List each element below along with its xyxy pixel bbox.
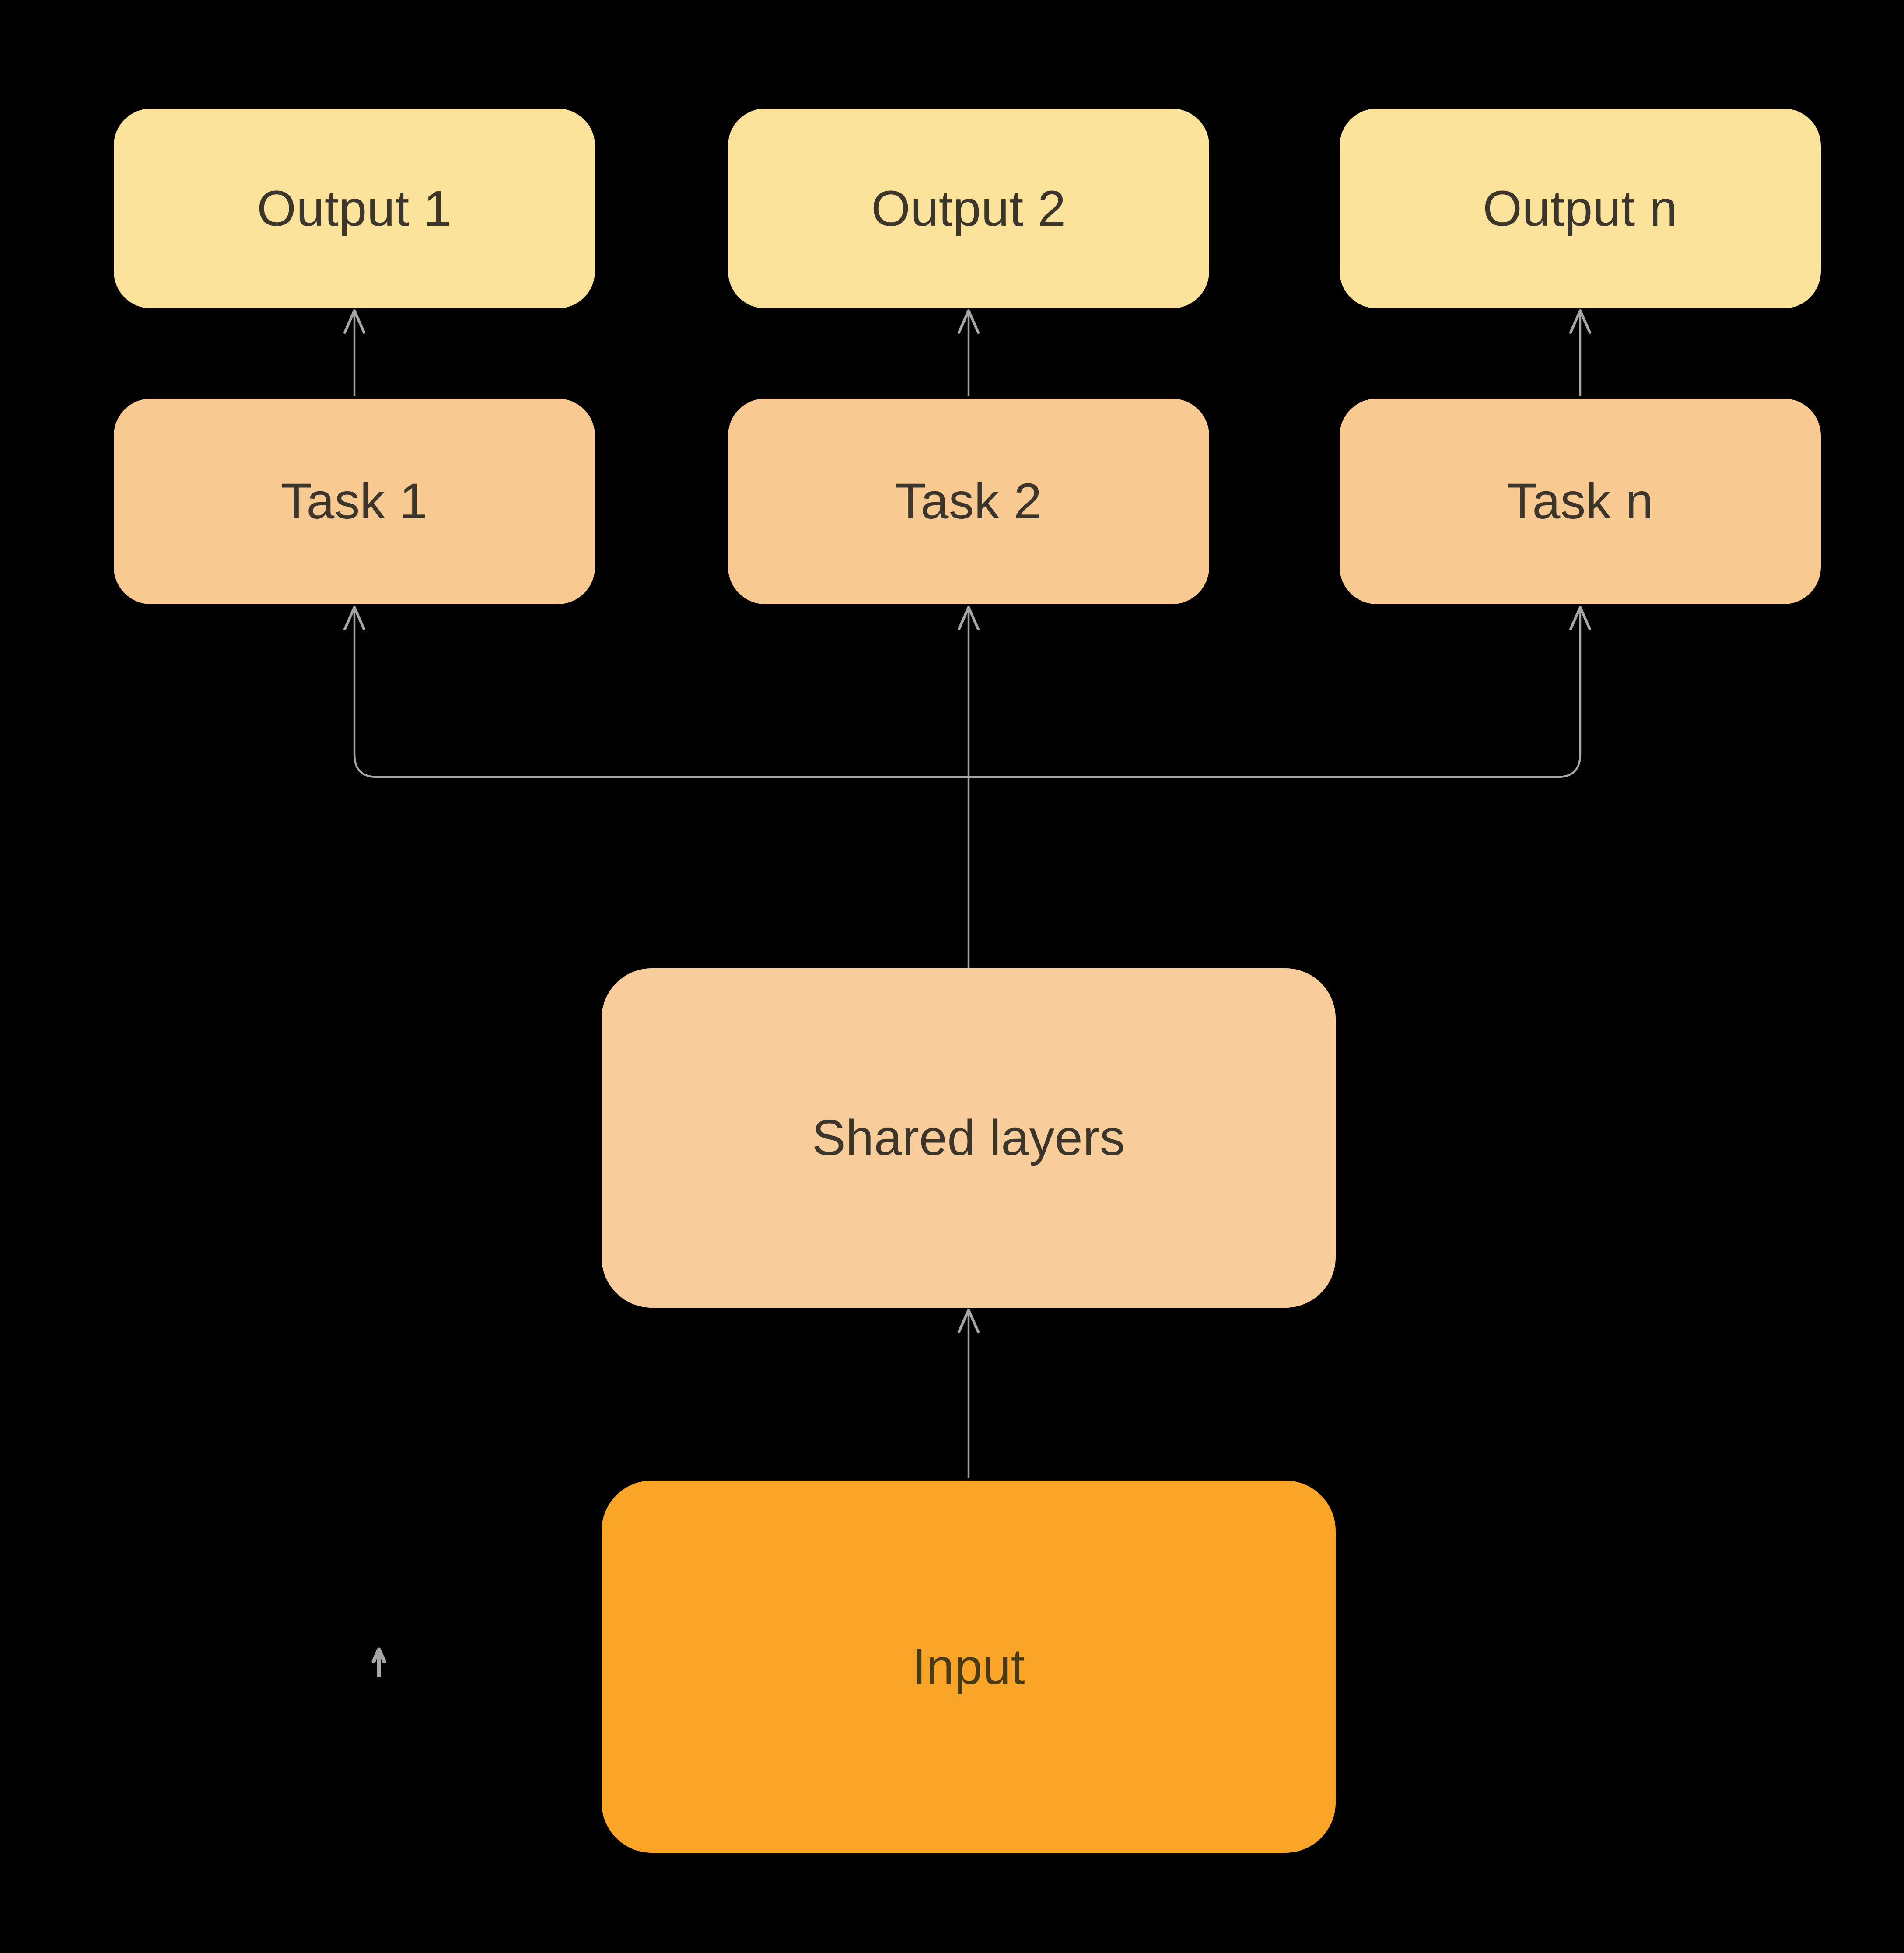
arrowhead-icon-head-task-1: [343, 606, 365, 630]
arrowhead-icon-head-task-n: [1569, 606, 1591, 630]
node-task-2: Task 2: [728, 399, 1209, 604]
arrowhead-icon-head-shared: [958, 1309, 980, 1333]
arrowhead-icon-head-output-2: [958, 309, 980, 334]
edge-fork-left-branch: [353, 610, 969, 778]
node-input: Input: [602, 1480, 1336, 1853]
arrowhead-icon-head-task-2: [958, 606, 980, 630]
node-shared-layers: Shared layers: [602, 968, 1336, 1308]
node-output-1: Output 1: [114, 108, 595, 308]
node-output-2: Output 2: [728, 108, 1209, 308]
node-task-1: Task 1: [114, 399, 595, 604]
node-task-n: Task n: [1340, 399, 1821, 604]
edge-fork-right-branch: [969, 610, 1582, 778]
node-output-n: Output n: [1340, 108, 1821, 308]
arrowhead-icon-head-stray: [371, 1647, 386, 1663]
arrowhead-icon-head-output-n: [1569, 309, 1591, 334]
arrowhead-icon-head-output-1: [343, 309, 365, 334]
